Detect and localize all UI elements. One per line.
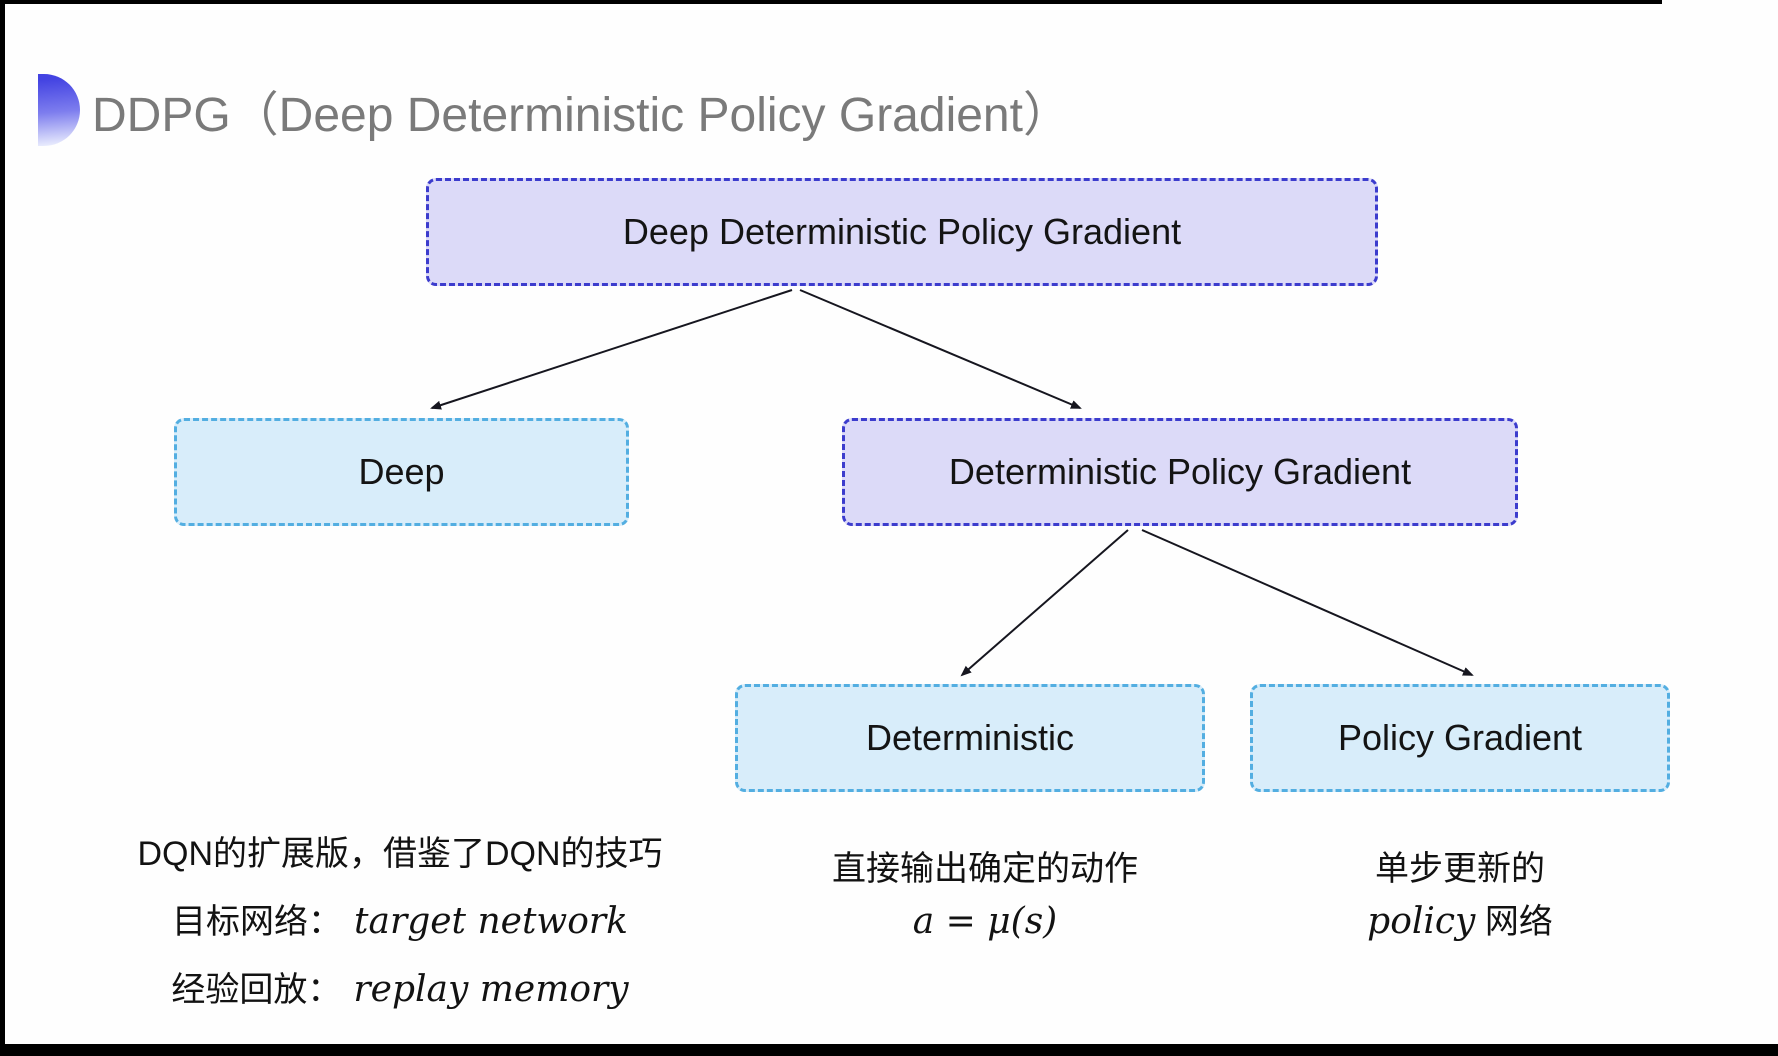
arrow-dpg-to-deterministic [960,529,1129,677]
node-label: Deterministic [865,717,1075,758]
frame-left-bar [0,0,5,1056]
note-policy-gradient: 单步更新的 policy 网络 [1367,846,1553,952]
network-label: 网络 [1475,903,1553,941]
node-label: Policy Gradient [1337,717,1583,758]
node-deterministic-policy-gradient: Deterministic Policy Gradient [842,418,1518,526]
node-policy-gradient: Policy Gradient [1250,684,1670,792]
target-network-label: 目标网络： [172,903,343,941]
node-label: Deterministic Policy Gradient [948,451,1412,492]
note-deep-line1-text: DQN的扩展版，借鉴了DQN的技巧 [137,835,663,873]
node-deep: Deep [174,418,629,526]
frame-top-bar [0,0,1662,4]
target-network-term: target network [354,901,628,942]
note-deterministic: 直接输出确定的动作 a = μ(s) [832,846,1138,952]
note-deep-line2: 目标网络： target network [137,891,662,959]
arrow-root-to-dpg [799,289,1082,409]
note-policy-text: 单步更新的 [1374,850,1545,888]
note-deep: DQN的扩展版，借鉴了DQN的技巧 目标网络： target network 经验… [137,824,662,1027]
title-bullet-icon [38,74,80,146]
note-deterministic-line1: 直接输出确定的动作 [832,846,1138,899]
page-title: DDPG（Deep Deterministic Policy Gradient） [92,89,1071,142]
node-deterministic: Deterministic [735,684,1205,792]
node-label: Deep [358,451,445,492]
formula-a-mu-s: a = μ(s) [912,901,1058,942]
note-policy-line1: 单步更新的 [1367,846,1553,899]
frame-bottom-bar [0,1044,1778,1056]
replay-memory-label: 经验回放： [171,971,342,1009]
node-label: Deep Deterministic Policy Gradient [622,211,1182,252]
note-deep-line3: 经验回放： replay memory [137,959,662,1027]
note-deterministic-text: 直接输出确定的动作 [832,850,1138,888]
policy-term: policy [1367,901,1476,942]
replay-memory-term: replay memory [353,969,629,1010]
title-row: DDPG（Deep Deterministic Policy Gradient） [38,74,1071,146]
node-deep-deterministic-policy-gradient: Deep Deterministic Policy Gradient [426,178,1378,286]
note-deep-line1: DQN的扩展版，借鉴了DQN的技巧 [137,824,662,891]
arrow-dpg-to-policy-gradient [1141,529,1474,676]
arrow-root-to-deep [430,289,793,410]
note-policy-line2: policy 网络 [1367,899,1553,952]
note-deterministic-formula: a = μ(s) [832,899,1138,952]
